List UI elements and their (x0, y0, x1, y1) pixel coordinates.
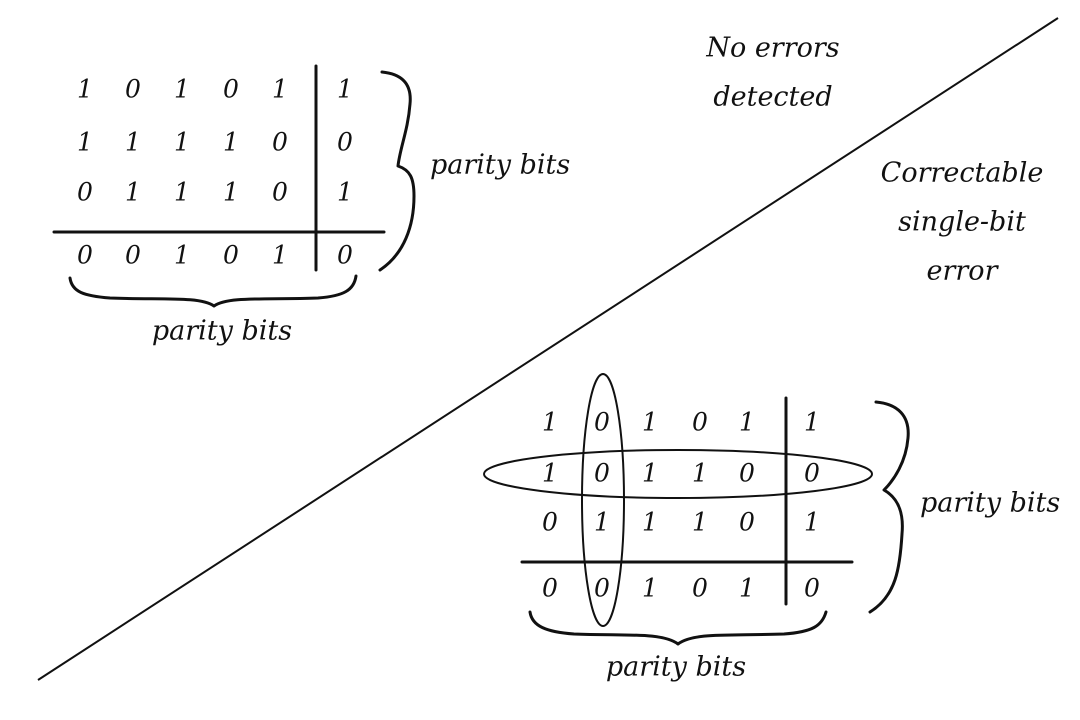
top-column-parity-label: parity bits (152, 316, 292, 347)
top-parity-grid: 1 0 1 0 1 1 1 1 1 1 0 0 0 1 1 1 0 1 0 0 1 0 1 0 parity bits par… (52, 64, 570, 347)
top-column-parity-bit-0: 0 (77, 241, 93, 270)
top-bit-r2-c3: 1 (223, 178, 239, 207)
top-right-brace (378, 70, 416, 272)
top-bit-r0-c4: 1 (272, 75, 288, 104)
top-bit-r1-c0: 1 (77, 128, 93, 157)
top-bit-r2-c2: 1 (174, 178, 190, 207)
top-bit-r0-c0: 1 (77, 75, 93, 104)
bottom-bottom-brace (528, 610, 828, 646)
no-errors-line-2: detected (713, 82, 832, 113)
bottom-bit-r0-c0: 1 (542, 408, 558, 437)
bottom-bit-r0-c1: 0 (594, 408, 610, 437)
top-row-parity-bit-2: 1 (337, 178, 353, 207)
top-bit-r2-c1: 1 (125, 178, 141, 207)
top-bit-r1-c4: 0 (272, 128, 288, 157)
bottom-bit-r1-c1: 0 (594, 459, 610, 488)
bottom-row-parity-bit-0: 1 (804, 408, 820, 437)
bottom-bit-r0-c3: 0 (692, 408, 708, 437)
bottom-bit-r1-c0: 1 (542, 459, 558, 488)
bottom-column-parity-label: parity bits (606, 652, 746, 683)
correctable-line-1: Correctable (881, 158, 1044, 189)
bottom-column-parity-bit-0: 0 (542, 574, 558, 603)
top-bit-r2-c0: 0 (77, 178, 93, 207)
top-bit-r1-c1: 1 (125, 128, 141, 157)
bottom-right-brace (868, 400, 910, 614)
top-row-parity-label: parity bits (430, 150, 570, 181)
correctable-line-3: error (927, 256, 1000, 287)
bottom-bit-r1-c3: 1 (692, 459, 708, 488)
bottom-row-parity-bit-2: 1 (804, 508, 820, 537)
bottom-column-parity-bit-3: 0 (692, 574, 708, 603)
top-column-parity-bit-4: 1 (272, 241, 288, 270)
bottom-bit-r1-c4: 0 (739, 459, 755, 488)
top-bit-r2-c4: 0 (272, 178, 288, 207)
top-bottom-brace (68, 274, 358, 308)
top-column-parity-bit-1: 0 (125, 241, 141, 270)
top-bit-r1-c2: 1 (174, 128, 190, 157)
bottom-bit-r2-c3: 1 (692, 508, 708, 537)
top-bit-r0-c2: 1 (174, 75, 190, 104)
top-bit-r0-c3: 0 (223, 75, 239, 104)
top-column-parity-bit-2: 1 (174, 241, 190, 270)
bottom-bit-r0-c4: 1 (739, 408, 755, 437)
bottom-parity-grid: 1 0 1 0 1 1 1 0 1 1 0 0 0 1 1 1 0 1 0 0 1 0 1 0 parity bits par… (483, 373, 1060, 683)
bottom-corner-parity-bit: 0 (804, 574, 820, 603)
correctable-line-2: single-bit (898, 207, 1026, 238)
top-grid-bits: 1 0 1 0 1 1 1 1 1 1 0 0 0 1 1 1 0 1 0 0 1 0 1 0 (77, 75, 353, 270)
error-row-highlight (483, 449, 873, 499)
bottom-bit-r2-c0: 0 (542, 508, 558, 537)
top-row-parity-bit-0: 1 (337, 75, 353, 104)
bottom-grid-bits: 1 0 1 0 1 1 1 0 1 1 0 0 0 1 1 1 0 1 0 0 1 0 1 0 (542, 408, 820, 603)
top-column-parity-bit-3: 0 (223, 241, 239, 270)
no-errors-line-1: No errors (705, 33, 839, 64)
error-column-highlight (581, 373, 625, 627)
top-bit-r0-c1: 0 (125, 75, 141, 104)
top-row-parity-bit-1: 0 (337, 128, 353, 157)
bottom-column-parity-bit-2: 1 (642, 574, 658, 603)
bottom-row-parity-bit-1: 0 (804, 459, 820, 488)
bottom-column-parity-bit-4: 1 (739, 574, 755, 603)
bottom-column-parity-bit-1: 0 (594, 574, 610, 603)
no-errors-caption: No errors detected (705, 33, 839, 113)
bottom-bit-r2-c4: 0 (739, 508, 755, 537)
bottom-bit-r1-c2: 1 (642, 459, 658, 488)
bottom-bit-r0-c2: 1 (642, 408, 658, 437)
diagonal-divider (37, 17, 1059, 681)
top-bit-r1-c3: 1 (223, 128, 239, 157)
bottom-row-parity-label: parity bits (920, 488, 1060, 519)
bottom-bit-r2-c2: 1 (642, 508, 658, 537)
bottom-bit-r2-c1: 1 (594, 508, 610, 537)
correctable-error-caption: Correctable single-bit error (881, 158, 1044, 287)
top-corner-parity-bit: 0 (337, 241, 353, 270)
